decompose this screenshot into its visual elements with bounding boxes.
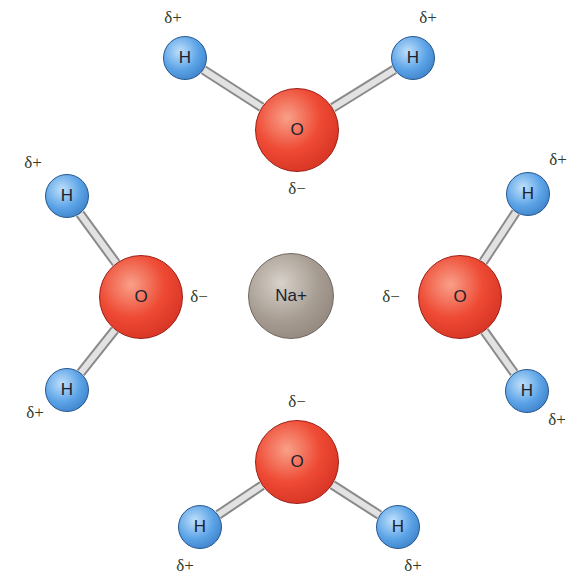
hydrogen-atom: H [376,505,420,549]
hydrogen-atom: H [506,172,550,216]
atom-symbol: O [290,120,303,140]
partial-charge: δ+ [404,556,422,576]
partial-charge: δ+ [548,410,566,430]
bond-stroke [332,485,379,515]
bond-stroke [204,70,262,107]
partial-charge: δ+ [549,150,567,170]
covalent-bond [483,212,516,262]
oxygen-atom: O [418,255,502,339]
covalent-bond [332,485,379,515]
covalent-bond [333,70,395,108]
bond-stroke [484,331,514,373]
partial-charge: δ− [382,287,400,307]
bond-stroke [204,70,262,107]
covalent-bond [81,330,115,373]
covalent-bond [218,485,262,514]
sodium-ion: Na+ [248,253,334,339]
partial-charge: δ− [288,179,306,199]
partial-charge: δ+ [26,403,44,423]
bond-stroke [80,214,116,263]
atom-symbol: Na+ [275,286,307,306]
atom-symbol: H [61,380,73,400]
covalent-bond [484,331,514,373]
bond-stroke [483,212,516,262]
hydrogen-atom: H [163,36,207,80]
hydrogen-atom: H [505,369,549,413]
hydrogen-atom: H [45,368,89,412]
atom-symbol: H [392,517,404,537]
covalent-bond [80,214,116,263]
bond-stroke [218,485,262,514]
bond-stroke [333,70,395,108]
hydrogen-atom: H [391,36,435,80]
partial-charge: δ+ [24,153,42,173]
partial-charge: δ+ [164,8,182,28]
bond-stroke [80,214,116,263]
bond-stroke [332,485,379,515]
atom-symbol: H [179,48,191,68]
atom-symbol: O [453,287,466,307]
hydrogen-atom: H [178,505,222,549]
oxygen-atom: O [255,88,339,172]
bond-stroke [81,330,115,373]
atom-symbol: O [134,287,147,307]
bond-stroke [484,331,514,373]
partial-charge: δ− [190,287,208,307]
atom-symbol: H [407,48,419,68]
atom-symbol: H [194,517,206,537]
bond-stroke [333,70,395,108]
hydrogen-atom: H [45,174,89,218]
bond-stroke [81,330,115,373]
partial-charge: δ− [288,392,306,412]
oxygen-atom: O [99,255,183,339]
bond-stroke [218,485,262,514]
oxygen-atom: O [255,420,339,504]
partial-charge: δ+ [176,556,194,576]
bond-stroke [483,212,516,262]
atom-symbol: H [522,184,534,204]
atom-symbol: O [290,452,303,472]
partial-charge: δ+ [419,8,437,28]
covalent-bond [204,70,262,107]
atom-symbol: H [61,186,73,206]
atom-symbol: H [521,381,533,401]
